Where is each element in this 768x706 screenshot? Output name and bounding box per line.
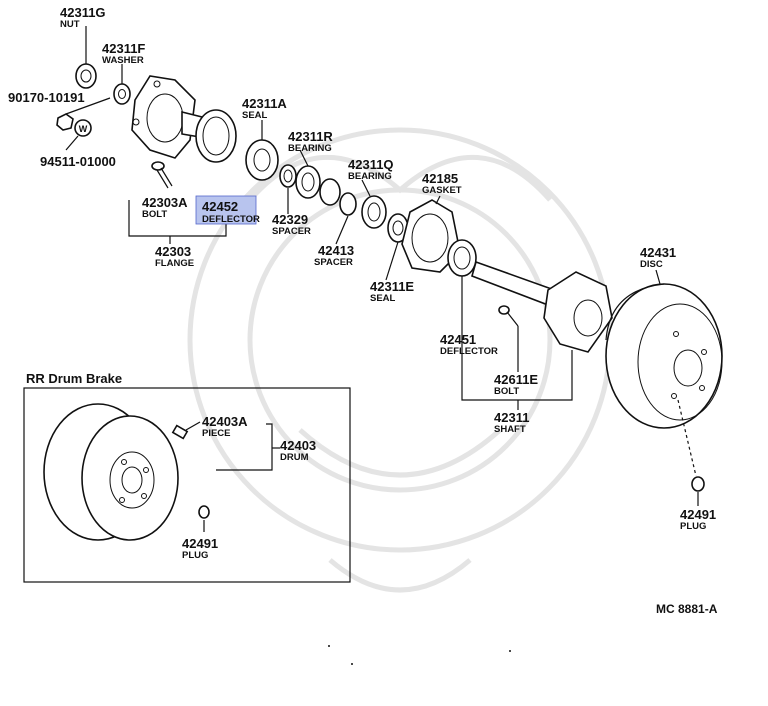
callout-42311Q: 42311Q BEARING xyxy=(348,157,394,182)
part-name: SEAL xyxy=(370,293,396,304)
callout-42185: 42185 GASKET xyxy=(422,171,462,196)
shaft-deflector-part[interactable] xyxy=(447,239,477,277)
part-name: DEFLECTOR xyxy=(440,346,498,357)
part-name: PLUG xyxy=(182,550,208,561)
speck xyxy=(351,663,353,665)
part-name: PIECE xyxy=(202,428,231,439)
flange-part[interactable] xyxy=(131,75,207,159)
part-name: SPACER xyxy=(272,226,311,237)
callout-42311: 42311 SHAFT xyxy=(494,410,529,435)
callout-42311E: 42311E SEAL xyxy=(370,279,414,304)
callout-42451: 42451 DEFLECTOR xyxy=(440,332,498,357)
speck xyxy=(509,650,511,652)
part-number: 42403 xyxy=(280,438,316,453)
part-name: BOLT xyxy=(142,209,167,220)
part-number: 94511-01000 xyxy=(40,154,116,169)
spacer-part[interactable] xyxy=(279,164,297,188)
part-number: 42311G xyxy=(60,5,106,20)
diagram-code: MC 8881-A xyxy=(656,602,718,616)
callout-42611E: 42611E BOLT xyxy=(494,372,538,397)
callout-42311F: 42311F WASHER xyxy=(102,41,145,66)
hub-bolt-part[interactable] xyxy=(498,305,519,327)
part-number: 42311E xyxy=(370,279,414,294)
part-number: 42451 xyxy=(440,332,476,347)
part-number: 42413 xyxy=(318,243,354,258)
washer-w-symbol: W xyxy=(79,124,88,134)
part-number: 42491 xyxy=(182,536,218,551)
rr-drum-brake-inset: RR Drum Brake 42403A PIECE xyxy=(23,371,351,583)
callout-42329: 42329 SPACER xyxy=(272,212,311,237)
callout-42413: 42413 SPACER xyxy=(314,243,354,268)
part-number: 42491 xyxy=(680,507,716,522)
drum-plug-part[interactable] xyxy=(198,505,210,519)
w-washer-part[interactable]: W xyxy=(74,119,92,137)
oil-seal-part[interactable] xyxy=(245,139,279,181)
inset-leader-lines xyxy=(185,421,280,532)
part-number: 42311F xyxy=(102,41,145,56)
part-number: 42611E xyxy=(494,372,538,387)
speck xyxy=(328,645,330,647)
part-number: 90170-10191 xyxy=(8,90,85,105)
outer-bearing-part[interactable] xyxy=(295,165,341,206)
callout-42491-drum-plug: 42491 PLUG xyxy=(182,536,218,561)
part-name: PLUG xyxy=(680,521,706,532)
inner-bearing-part[interactable] xyxy=(361,195,387,229)
part-name: DEFLECTOR xyxy=(202,214,260,225)
part-number: 42403A xyxy=(202,414,248,429)
part-number: 42303 xyxy=(155,244,191,259)
washer-part[interactable] xyxy=(113,83,131,105)
part-name: WASHER xyxy=(102,55,144,66)
callout-42311G: 42311G NUT xyxy=(60,5,106,30)
callout-42303: 42303 FLANGE xyxy=(155,244,194,269)
part-number: 42311R xyxy=(288,129,333,144)
sleeve-spacer-part[interactable] xyxy=(339,192,357,216)
nut-part[interactable] xyxy=(75,63,97,89)
callout-42303A: 42303A BOLT xyxy=(142,195,188,220)
drum-piece-part[interactable] xyxy=(171,424,189,440)
inset-title: RR Drum Brake xyxy=(26,371,122,386)
callout-42452-highlighted[interactable]: 42452 DEFLECTOR xyxy=(195,195,260,225)
part-name: DRUM xyxy=(280,452,309,463)
part-name: SEAL xyxy=(242,110,268,121)
part-number: 42303A xyxy=(142,195,188,210)
callout-42403: 42403 DRUM xyxy=(280,438,316,463)
part-name: NUT xyxy=(60,19,80,30)
inset-frame xyxy=(23,387,351,583)
part-name: SPACER xyxy=(314,257,353,268)
part-number: 42329 xyxy=(272,212,308,227)
part-name: BOLT xyxy=(494,386,519,397)
part-name: BEARING xyxy=(348,171,392,182)
part-name: GASKET xyxy=(422,185,462,196)
part-number: 42452 xyxy=(202,199,238,214)
highlight-box xyxy=(195,195,257,225)
callout-42431: 42431 DISC xyxy=(640,245,676,270)
part-number: 42311A xyxy=(242,96,287,111)
axle-shaft-part[interactable] xyxy=(471,260,613,353)
callout-94511-01000: 94511-01000 xyxy=(40,154,116,169)
callout-42403A: 42403A PIECE xyxy=(202,414,248,439)
part-name: BEARING xyxy=(288,143,332,154)
callout-42491-disc-plug: 42491 PLUG xyxy=(680,507,716,532)
callout-42311A: 42311A SEAL xyxy=(242,96,287,121)
part-name: FLANGE xyxy=(155,258,194,269)
part-name: SHAFT xyxy=(494,424,526,435)
disc-plug-part[interactable] xyxy=(677,399,705,492)
callout-90170-10191: 90170-10191 xyxy=(8,90,85,105)
callout-42311R: 42311R BEARING xyxy=(288,129,333,154)
part-number: 42311 xyxy=(494,410,529,425)
flange-bolt-part[interactable] xyxy=(151,161,173,189)
part-name: DISC xyxy=(640,259,663,270)
part-number: 42311Q xyxy=(348,157,394,172)
brake-disc-part[interactable] xyxy=(605,283,723,429)
deflector-ring-part[interactable] xyxy=(195,109,237,163)
small-nut-part[interactable] xyxy=(56,113,74,131)
brake-drum-part[interactable] xyxy=(43,403,179,541)
part-number: 42185 xyxy=(422,171,458,186)
part-number: 42431 xyxy=(640,245,676,260)
